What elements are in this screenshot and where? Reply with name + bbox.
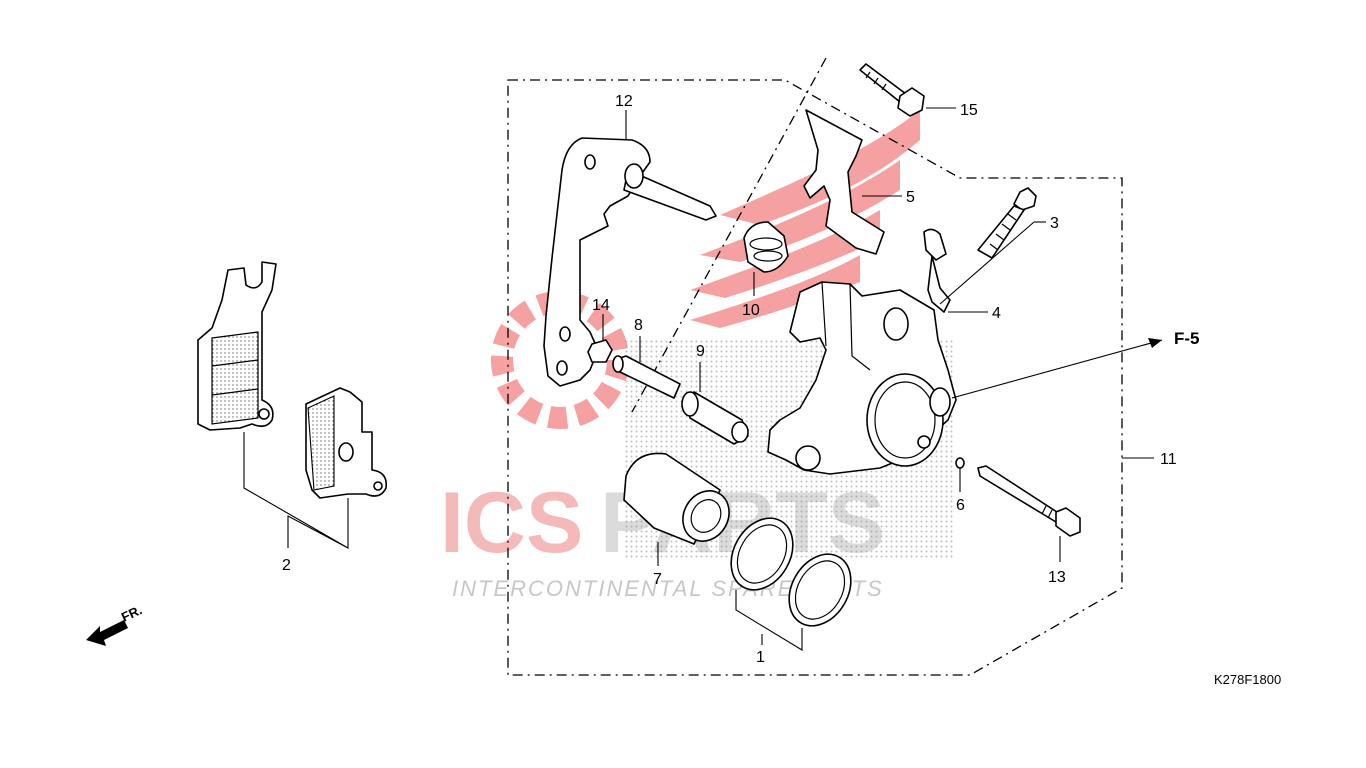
assembly-boundary — [507, 79, 1123, 676]
callout-5: 5 — [906, 189, 915, 206]
boot — [743, 221, 789, 273]
seal-set — [730, 517, 852, 651]
caliper-bracket-plate — [543, 137, 651, 387]
brake-pad-leader — [243, 432, 349, 549]
watermark-brand-left: ICS — [440, 475, 583, 571]
caliper-cylinder — [866, 373, 944, 467]
callout-9: 9 — [696, 343, 705, 360]
callout-13: 13 — [1048, 569, 1066, 586]
washer — [955, 457, 965, 469]
callout-15: 15 — [960, 102, 978, 119]
bleeder-cap — [923, 228, 951, 313]
pad-spring — [803, 109, 885, 255]
callout-labels: 1 2 3 4 5 6 7 8 9 10 11 12 13 14 15 — [282, 93, 1177, 666]
callout-11: 11 — [1160, 451, 1177, 468]
piston — [623, 452, 730, 545]
bleeder-screw — [977, 187, 1037, 259]
callout-12: 12 — [615, 93, 633, 110]
leader-lines — [602, 107, 1163, 566]
bracket-pin — [623, 169, 717, 221]
callout-6: 6 — [956, 497, 965, 514]
boundary-diagonal — [631, 57, 827, 413]
long-pin-bolt — [977, 465, 1081, 537]
callout-7: 7 — [653, 571, 662, 588]
brake-pad-right-lining — [307, 395, 335, 491]
callout-10: 10 — [742, 302, 760, 319]
front-arrow-icon — [86, 620, 128, 646]
callout-4: 4 — [992, 305, 1001, 322]
pin-bolt — [612, 355, 681, 399]
callout-8: 8 — [634, 317, 643, 334]
callout-14: 14 — [592, 297, 610, 314]
brake-pad-set — [197, 261, 388, 549]
front-indicator: FR. — [86, 602, 144, 646]
callout-1: 1 — [756, 649, 765, 666]
nut — [587, 339, 613, 363]
callout-2: 2 — [282, 557, 291, 574]
caliper-bracket — [543, 137, 717, 387]
front-indicator-label: FR. — [119, 602, 144, 624]
sleeve — [681, 391, 749, 445]
reference-label: F-5 — [1174, 329, 1200, 348]
caliper-body — [767, 281, 957, 475]
catalog-code: K278F1800 — [1214, 672, 1281, 687]
flange-bolt — [859, 63, 925, 117]
brake-pad-left-lining — [211, 331, 259, 425]
callout-3: 3 — [1050, 215, 1059, 232]
reference-arrowhead — [1148, 338, 1162, 348]
